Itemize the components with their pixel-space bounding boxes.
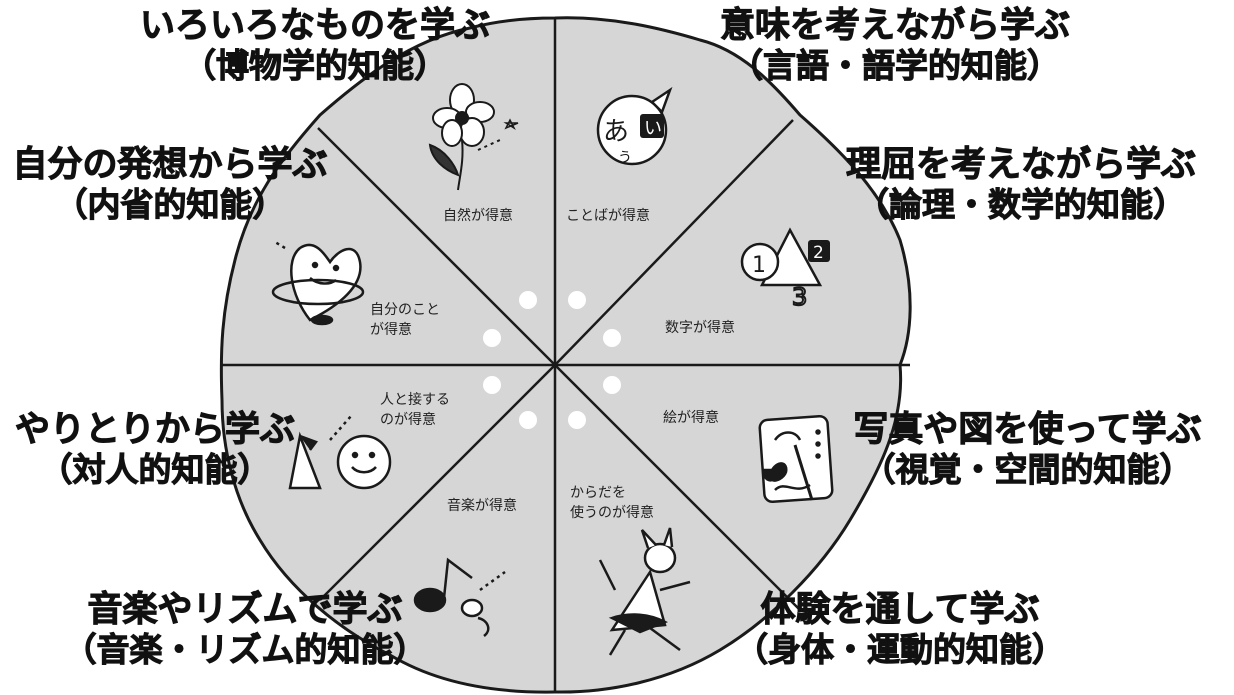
inner-label-line: 自分のこと (370, 302, 440, 318)
drawing-board-icon (758, 415, 834, 503)
inner-label-naturalist: 自然が得意 (443, 206, 513, 226)
inner-label-musical: 音楽が得意 (447, 496, 517, 516)
flower-icon (428, 83, 519, 191)
caption-musical: 音楽やリズムで学ぶ （音楽・リズム的知能） (20, 589, 470, 670)
inner-label-bodily: からだを 使うのが得意 (570, 483, 654, 524)
caption-subtitle: （言語・語学的知能） (730, 46, 1061, 86)
speech-bubble-icon: あ い う (596, 86, 673, 166)
triangle-number-3: 3 (792, 283, 807, 311)
caption-subtitle: （身体・運動的知能） (735, 630, 1066, 670)
center-dots (483, 291, 621, 429)
caption-title: 意味を考えながら学ぶ (719, 5, 1070, 46)
inner-label-line: が得意 (370, 322, 412, 339)
inner-label-linguistic: ことばが得意 (566, 206, 650, 226)
inner-label-line: ことばが得意 (566, 208, 650, 224)
caption-subtitle: （内省的知能） (54, 185, 286, 225)
inner-label-line: 自然が得意 (443, 208, 513, 224)
numbers-triangle-icon: 1 2 3 (740, 227, 830, 312)
running-figure-icon (598, 527, 691, 656)
caption-subtitle: （博物学的知能） (183, 46, 448, 86)
inner-label-interpersonal: 人と接する のが得意 (380, 390, 450, 431)
inner-label-line: からだを (570, 485, 626, 501)
inner-label-line: 絵が得意 (663, 410, 719, 426)
caption-title: 写真や図を使って学ぶ (853, 409, 1202, 450)
caption-logical: 理屈を考えながら学ぶ （論理・数学的知能） (812, 144, 1230, 225)
caption-interpersonal: やりとりから学ぶ （対人的知能） (0, 409, 310, 490)
caption-title: 音楽やリズムで学ぶ (87, 589, 403, 630)
caption-title: 理屈を考えながら学ぶ (845, 144, 1196, 185)
caption-naturalist: いろいろなものを学ぶ （博物学的知能） (110, 5, 520, 86)
caption-spatial: 写真や図を使って学ぶ （視覚・空間的知能） (825, 409, 1230, 490)
caption-linguistic: 意味を考えながら学ぶ （言語・語学的知能） (680, 5, 1110, 86)
speech-bubble-text-u: う (618, 150, 632, 166)
inner-label-line: 音楽が得意 (447, 498, 517, 514)
caption-subtitle: （論理・数学的知能） (856, 185, 1187, 225)
inner-label-logical: 数字が得意 (665, 318, 735, 338)
caption-intrapersonal: 自分の発想から学ぶ （内省的知能） (0, 144, 340, 225)
caption-title: 自分の発想から学ぶ (12, 144, 328, 185)
caption-subtitle: （対人的知能） (39, 450, 271, 490)
caption-title: やりとりから学ぶ (14, 409, 295, 450)
caption-bodily: 体験を通して学ぶ （身体・運動的知能） (690, 589, 1110, 670)
inner-label-line: 数字が得意 (665, 320, 735, 336)
heart-character-icon (271, 240, 365, 326)
inner-label-intrapersonal: 自分のこと が得意 (370, 300, 440, 341)
caption-subtitle: （音楽・リズム的知能） (63, 630, 427, 670)
inner-label-line: 使うのが得意 (570, 505, 654, 522)
inner-label-line: 人と接する (380, 392, 450, 408)
speech-bubble-text-a: あ (603, 117, 629, 147)
two-faces-icon (288, 414, 392, 490)
triangle-number-2: 2 (813, 243, 824, 263)
inner-label-line: のが得意 (380, 412, 436, 429)
speech-bubble-text-i: い (644, 118, 662, 139)
divider-lines (222, 18, 910, 693)
caption-subtitle: （視覚・空間的知能） (862, 450, 1193, 490)
caption-title: 体験を通して学ぶ (760, 589, 1040, 630)
triangle-number-1: 1 (752, 253, 766, 278)
inner-label-spatial: 絵が得意 (663, 408, 719, 428)
caption-title: いろいろなものを学ぶ (139, 5, 490, 46)
music-note-icon (413, 557, 506, 637)
